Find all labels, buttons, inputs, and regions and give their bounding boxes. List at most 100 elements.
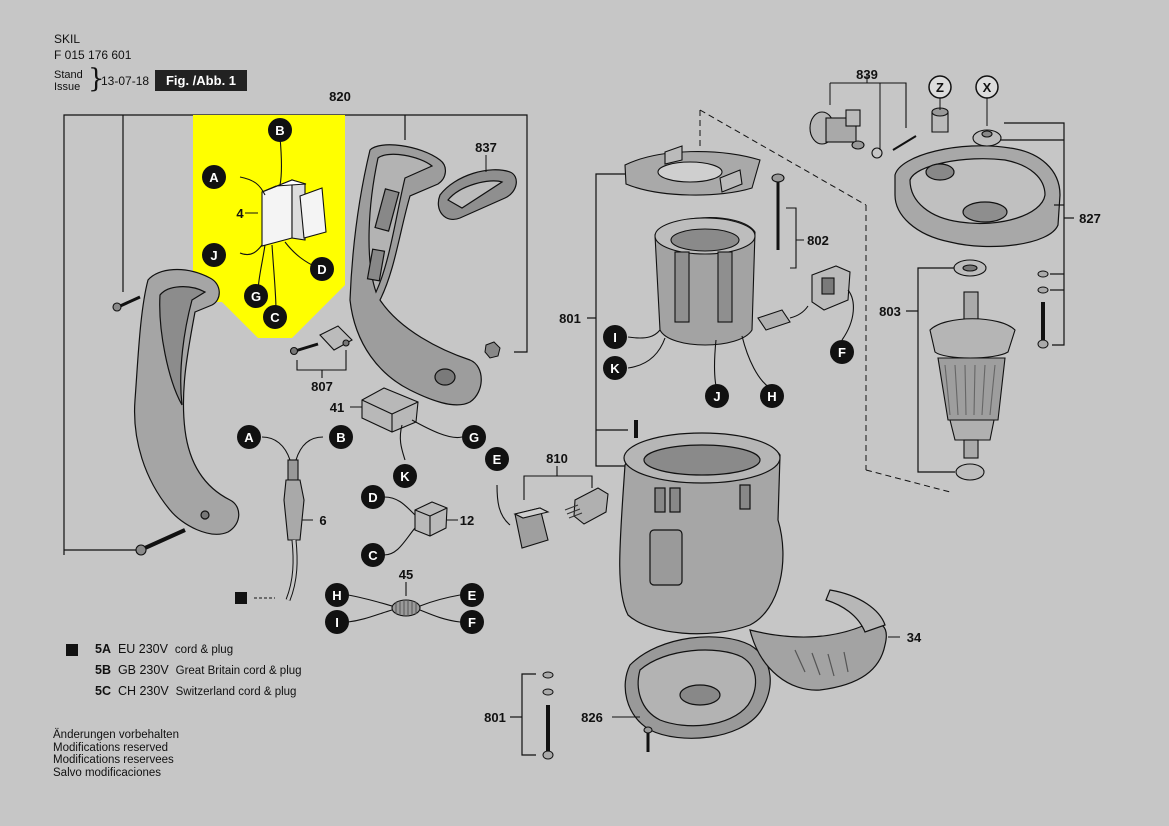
switch-part	[239, 136, 327, 311]
connector-d-capacitor: D	[361, 485, 385, 509]
legend-row-5a: 5A EU 230V cord & plug	[95, 642, 233, 656]
skirt-guard-34	[749, 589, 887, 691]
screw-left-bottom	[135, 528, 186, 556]
svg-text:X: X	[983, 80, 992, 95]
svg-text:F: F	[838, 345, 846, 360]
field-cover	[624, 145, 761, 196]
screw-826	[643, 726, 653, 752]
stand-label: Stand	[54, 69, 83, 81]
connector-c-switch: C	[263, 305, 287, 329]
connector-f-holder: F	[830, 340, 854, 364]
label-820: 820	[329, 89, 351, 104]
note-es: Salvo modificaciones	[53, 766, 162, 779]
svg-text:I: I	[335, 615, 339, 630]
capacitor-12	[383, 496, 448, 556]
svg-text:I: I	[613, 330, 617, 345]
legend-voltage: CH 230V	[117, 684, 169, 698]
connector-b-switch: B	[268, 118, 292, 142]
svg-text:A: A	[209, 170, 219, 185]
label-34: 34	[907, 630, 922, 645]
svg-text:H: H	[332, 588, 341, 603]
legend-description: cord & plug	[174, 644, 234, 656]
issue-label-en: Issue	[54, 81, 81, 93]
label-801-lower: 801	[484, 710, 506, 725]
connector-e-choke: E	[460, 583, 484, 607]
armature-803	[929, 259, 1016, 481]
connector-i-stator: I	[603, 325, 627, 349]
svg-text:D: D	[317, 262, 326, 277]
legend-row-5c: 5C CH 230V Switzerland cord & plug	[95, 684, 296, 698]
label-4: 4	[236, 206, 244, 221]
label-807: 807	[311, 379, 333, 394]
legend-voltage: GB 230V	[117, 663, 169, 677]
connector-x: X	[975, 75, 999, 99]
label-801: 801	[559, 311, 581, 326]
label-810: 810	[546, 451, 568, 466]
label-826: 826	[581, 710, 603, 725]
connector-k-stator: K	[603, 356, 627, 380]
svg-text:E: E	[468, 588, 477, 603]
label-803: 803	[879, 304, 901, 319]
document-number: F 015 176 601	[54, 48, 132, 62]
legend-description: Great Britain cord & plug	[175, 665, 302, 677]
note-de: Änderungen vorbehalten	[53, 729, 179, 741]
legend-marker	[66, 644, 78, 656]
connector-a-switch: A	[202, 165, 226, 189]
connector-h-stator: H	[760, 384, 784, 408]
connector-g-switch: G	[244, 284, 268, 308]
nut-820	[484, 341, 501, 359]
alignment-dashes	[699, 109, 951, 493]
handle-right	[349, 144, 482, 406]
connector-k-suppressor: K	[393, 464, 417, 488]
connector-h-choke: H	[325, 583, 349, 607]
svg-text:G: G	[469, 430, 479, 445]
svg-text:C: C	[270, 310, 280, 325]
connector-b-cord: B	[329, 425, 353, 449]
svg-text:E: E	[493, 452, 502, 467]
connector-circles: B A J D G C A B G K D C E H I E F I K J …	[202, 75, 999, 634]
issue-label: Stand Issue	[54, 69, 83, 93]
brace-glyph: }	[88, 64, 105, 94]
connector-z: Z	[928, 75, 952, 99]
figure-label: Fig. /Abb. 1	[155, 70, 247, 91]
svg-text:K: K	[400, 469, 410, 484]
label-41: 41	[330, 400, 344, 415]
svg-text:B: B	[336, 430, 345, 445]
label-12: 12	[460, 513, 474, 528]
bracket-801	[587, 173, 630, 467]
base-cover-826	[624, 636, 771, 739]
screw-left-top	[112, 295, 141, 312]
connector-i-choke: I	[325, 610, 349, 634]
brush-holder	[757, 265, 854, 341]
label-837: 837	[475, 140, 497, 155]
note-en: Modifications reserved	[53, 741, 169, 754]
label-839: 839	[856, 67, 878, 82]
bracket-820	[63, 114, 528, 555]
svg-text:Z: Z	[936, 80, 944, 95]
connector-j-stator: J	[705, 384, 729, 408]
legend-code: 5C	[95, 684, 111, 698]
washers-827	[1037, 270, 1049, 349]
gear-housing-cover	[894, 145, 1061, 248]
power-cord-6	[261, 436, 324, 601]
label-45: 45	[399, 567, 413, 582]
handle-left	[133, 268, 240, 535]
svg-text:B: B	[275, 123, 284, 138]
connector-g-suppressor: G	[462, 425, 486, 449]
note-fr: Modifications reservees	[53, 754, 174, 766]
suppressor-41	[361, 387, 463, 461]
screw-802	[771, 173, 785, 250]
legend-row-5b: 5B GB 230V Great Britain cord & plug	[95, 663, 302, 677]
connector-e-brush: E	[485, 447, 509, 471]
bearing-z	[931, 107, 949, 133]
legend-code: 5A	[95, 642, 111, 656]
svg-text:K: K	[610, 361, 620, 376]
motor-housing	[619, 432, 784, 635]
svg-text:C: C	[368, 548, 378, 563]
field-stator	[627, 217, 771, 389]
connector-c-capacitor: C	[361, 543, 385, 567]
svg-text:J: J	[210, 248, 217, 263]
legend-voltage: EU 230V	[117, 642, 168, 656]
bracket-827	[1000, 122, 1074, 346]
connector-d-switch: D	[310, 257, 334, 281]
